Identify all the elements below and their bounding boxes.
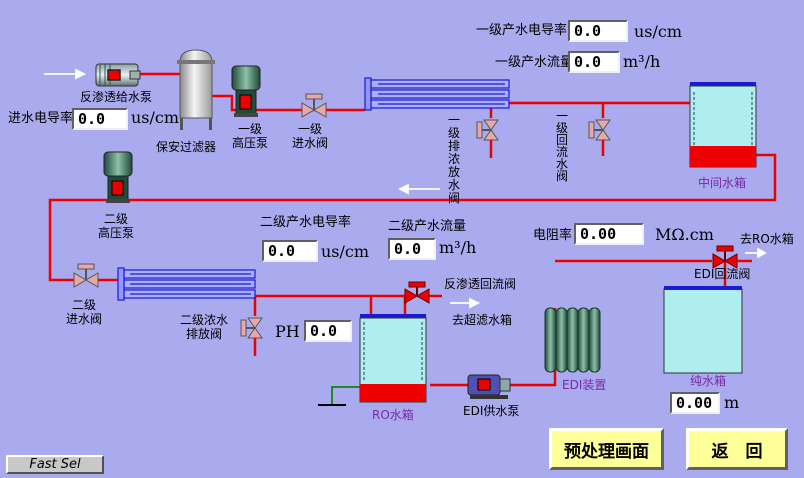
hp-pump-2[interactable]: [103, 151, 133, 203]
security-filter-vessel[interactable]: [177, 49, 215, 130]
concentrate-valve-1-label: 一 级 排 浓 放 水 阀: [448, 113, 461, 205]
flow-arrows: [44, 68, 767, 309]
stage1-conductivity-value: 0.0: [568, 20, 628, 42]
intermediate-tank-label: 中间水箱: [698, 176, 747, 190]
back-button[interactable]: 返 回: [686, 428, 788, 470]
to-ultra-filter-label: 去超滤水箱: [452, 313, 513, 327]
stage1-flow-value: 0.0: [568, 51, 620, 73]
inlet-conductivity-unit: us/cm: [131, 108, 180, 127]
edi-reflux-valve-label: EDI回流阀: [694, 267, 751, 281]
resistivity-unit: MΩ.cm: [655, 225, 714, 244]
pretreatment-screen-button[interactable]: 预处理画面: [549, 428, 664, 470]
edi-unit-label: EDI装置: [562, 378, 607, 392]
reflux-valve-1[interactable]: [588, 119, 611, 156]
concentrate-valve-2[interactable]: [240, 317, 263, 356]
edi-reflux-valve[interactable]: [712, 245, 738, 269]
intermediate-tank[interactable]: [689, 82, 757, 168]
concentrate-valve-2-label: 二级浓水 排放阀: [180, 313, 229, 341]
stage2-flow-value: 0.0: [388, 238, 436, 260]
inlet-valve-1[interactable]: [301, 93, 327, 118]
inlet-conductivity-label: 进水电导率: [8, 111, 74, 126]
fast-sel-button[interactable]: Fast Sel: [6, 455, 104, 474]
stage1-flow-label: 一级产水流量: [495, 55, 574, 70]
inlet-valve-2-label: 二级 进水阀: [66, 298, 103, 326]
ro-tank-label: RO水箱: [372, 408, 414, 422]
stage2-flow-label: 二级产水流量: [388, 219, 467, 234]
inlet-conductivity-value: 0.0: [72, 108, 128, 130]
stage1-conductivity-label: 一级产水电导率: [476, 23, 568, 38]
stage1-flow-unit: m³/h: [623, 52, 661, 71]
ro-feed-pump[interactable]: [95, 63, 141, 87]
edi-feed-pump-label: EDI供水泵: [463, 404, 520, 418]
resistivity-label: 电阻率: [533, 228, 573, 243]
reflux-valve-1-label: 一 级 回 流 水 阀: [556, 109, 569, 183]
resistivity-value: 0.00: [574, 223, 644, 245]
stage2-conductivity-label: 二级产水电导率: [260, 215, 352, 230]
hp-pump-1[interactable]: [231, 65, 261, 117]
ro-tank[interactable]: [359, 314, 427, 403]
hp-pump-1-label: 一级 高压泵: [232, 122, 269, 150]
ph-value: 0.0: [304, 320, 352, 342]
edi-feed-pump[interactable]: [467, 374, 511, 399]
ph-label: PH: [275, 322, 300, 341]
hp-pump-2-label: 二级 高压泵: [98, 212, 135, 240]
pure-level-value: 0.00: [670, 392, 720, 414]
ro-reflux-valve-label: 反渗透回流阀: [444, 277, 517, 291]
ro-reflux-valve[interactable]: [404, 281, 430, 304]
ro-feed-pump-label: 反渗透给水泵: [80, 90, 153, 104]
stage2-flow-unit: m³/h: [439, 238, 477, 257]
edi-unit[interactable]: [544, 307, 601, 373]
inlet-valve-1-label: 一级 进水阀: [292, 122, 329, 150]
ro-membrane-stack-2[interactable]: [117, 267, 256, 301]
stage1-conductivity-unit: us/cm: [634, 22, 683, 41]
ground-pipe: [318, 386, 360, 406]
pure-water-tank[interactable]: [663, 286, 743, 374]
security-filter-label: 保安过滤器: [156, 140, 217, 154]
stage2-conductivity-unit: us/cm: [321, 242, 370, 261]
stage2-conductivity-value: 0.0: [262, 240, 318, 262]
pure-level-unit: m: [724, 393, 740, 412]
ro-membrane-stack-1[interactable]: [364, 77, 510, 111]
inlet-valve-2[interactable]: [73, 263, 99, 288]
pure-tank-label: 纯水箱: [690, 374, 727, 388]
concentrate-valve-1[interactable]: [476, 119, 499, 158]
to-ro-tank-label: 去RO水箱: [740, 232, 794, 246]
